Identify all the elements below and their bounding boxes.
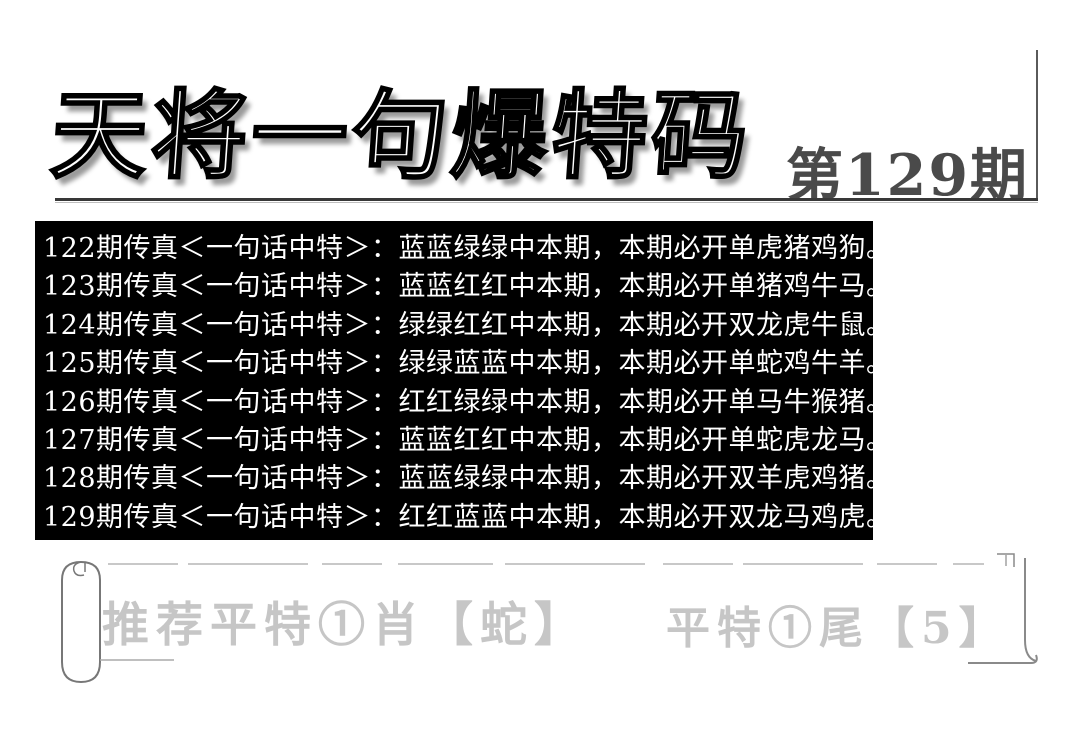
tip-line: 122期传真＜一句话中特＞：蓝蓝绿绿中本期，本期必开单虎猪鸡狗。: [43, 233, 894, 264]
tip-line: 126期传真＜一句话中特＞：红红绿绿中本期，本期必开单马牛猴猪。: [43, 386, 894, 418]
issue-box-right-border: [1036, 50, 1038, 200]
tip-line: 123期传真＜一句话中特＞：蓝蓝红红中本期，本期必开单猪鸡牛马。: [43, 271, 894, 303]
tip-line: 129期传真＜一句话中特＞：红红蓝蓝中本期，本期必开双龙马鸡虎。: [43, 501, 894, 533]
recommend-tail-text: 平特①尾【5】: [666, 603, 1010, 654]
tips-board: 122期传真＜一句话中特＞：蓝蓝绿绿中本期，本期必开单虎猪鸡狗。 123期传真＜…: [35, 221, 894, 540]
tip-line: 128期传真＜一句话中特＞：蓝蓝绿绿中本期，本期必开双羊虎鸡猪。: [43, 463, 894, 495]
issue-number: 第129期: [786, 142, 1029, 209]
scroll-banner-graphic: [61, 553, 1038, 684]
tip-line: 124期传真＜一句话中特＞：绿绿红红中本期，本期必开双龙虎牛鼠。: [43, 309, 894, 341]
tip-line: 127期传真＜一句话中特＞：蓝蓝红红中本期，本期必开单蛇虎龙马。: [43, 424, 894, 456]
header-divider-line: [55, 198, 1038, 204]
tip-line: 125期传真＜一句话中特＞：绿绿蓝蓝中本期，本期必开单蛇鸡牛羊。: [43, 348, 894, 380]
recommend-zodiac-text: 推荐平特①肖【蛇】: [102, 598, 588, 653]
page-title: 天将一句爆特码: [46, 78, 756, 194]
